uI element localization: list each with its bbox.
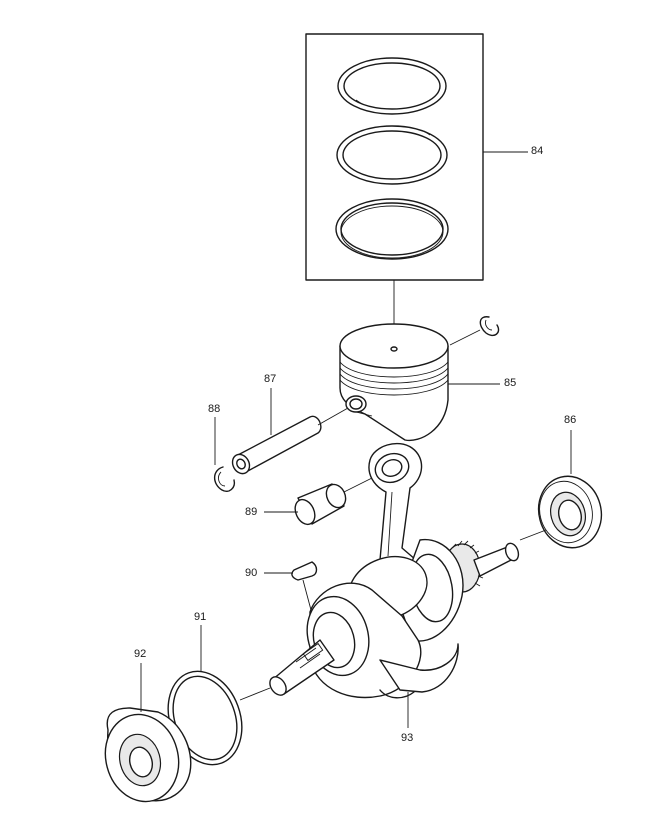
leader-lines (140, 151, 572, 728)
needle-bearing (294, 477, 373, 526)
leader-85-clip (449, 329, 481, 346)
piston-ring-second (336, 125, 448, 185)
piston-ring-set (305, 33, 484, 346)
oil-seal-right (519, 475, 603, 549)
callout-84: 84 (531, 145, 544, 157)
callout-88: 88 (208, 403, 221, 415)
piston-pin-clip-left (213, 466, 236, 492)
callout-85: 85 (504, 377, 517, 389)
piston-pin (231, 407, 349, 475)
callout-90: 90 (245, 567, 258, 579)
ring-set-frame (305, 33, 484, 281)
piston-ring-top (337, 57, 447, 115)
piston-pin-clip-right (479, 316, 500, 337)
woodruff-key (291, 561, 318, 611)
callout-91: 91 (194, 611, 207, 623)
callout-86: 86 (564, 414, 577, 426)
oil-seal-left (104, 707, 192, 803)
callout-93: 93 (401, 732, 414, 744)
crankshaft-assembly (269, 442, 520, 699)
piston-ring-oil (335, 198, 449, 260)
callout-92: 92 (134, 648, 147, 660)
callout-87: 87 (264, 373, 277, 385)
piston (339, 323, 449, 442)
callout-89: 89 (245, 506, 258, 518)
